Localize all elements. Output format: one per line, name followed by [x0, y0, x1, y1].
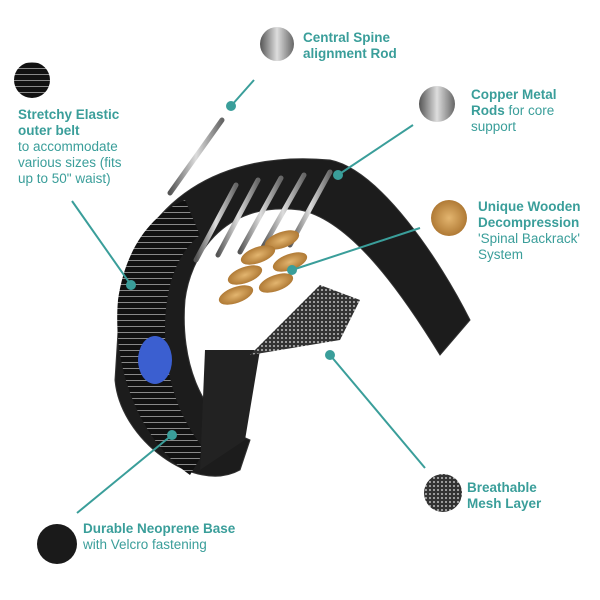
wood-leader — [291, 227, 421, 271]
spine-rod-label: Central Spine alignment Rod — [303, 30, 397, 62]
spine-rod-swatch-icon — [260, 27, 294, 61]
copper-title-1: Copper Metal — [471, 87, 557, 102]
spine-rod-leader — [230, 79, 255, 107]
copper-title-2: Rods — [471, 103, 505, 118]
elastic-title-2: outer belt — [18, 123, 80, 138]
spine-rod-title-1: Central Spine — [303, 30, 391, 45]
copper-desc-2: support — [471, 119, 517, 134]
neoprene-desc: with Velcro fastening — [83, 537, 207, 552]
mesh-swatch-icon — [424, 474, 462, 512]
elastic-desc-2: various sizes (fits — [18, 155, 122, 170]
wood-title-1: Unique Wooden — [478, 199, 581, 214]
wood-desc-1: 'Spinal Backrack' — [478, 231, 580, 246]
mesh-title-2: Mesh Layer — [467, 496, 542, 511]
elastic-desc-1: to accommodate — [18, 139, 118, 154]
neoprene-base-label: Durable Neoprene Base with Velcro fasten… — [83, 521, 235, 553]
brand-logo — [138, 336, 172, 384]
spine-rod-title-2: alignment Rod — [303, 46, 397, 61]
neoprene-swatch-icon — [37, 524, 77, 564]
copper-rods-label: Copper Metal Rods for core support — [471, 87, 557, 135]
elastic-swatch-icon — [14, 62, 50, 98]
copper-rods-leader — [337, 124, 414, 176]
wooden-decompression-pieces — [218, 230, 308, 305]
mesh-layer-label: Breathable Mesh Layer — [467, 480, 541, 512]
elastic-leader — [71, 200, 132, 286]
central-spine-rod — [167, 117, 225, 196]
neoprene-title: Durable Neoprene Base — [83, 521, 236, 536]
mesh-leader — [329, 354, 426, 469]
elastic-desc-3: up to 50" waist) — [18, 171, 111, 186]
elastic-title-1: Stretchy Elastic — [18, 107, 120, 122]
mesh-layer — [250, 285, 360, 355]
neoprene-belt — [114, 158, 471, 477]
elastic-outer-belt — [117, 200, 205, 475]
wooden-system-label: Unique Wooden Decompression 'Spinal Back… — [478, 199, 581, 263]
copper-desc-inline: for core — [504, 103, 555, 118]
mesh-title-1: Breathable — [467, 480, 537, 495]
wood-swatch-icon — [431, 200, 467, 236]
copper-rod-swatch-icon — [419, 86, 455, 122]
copper-metal-rods — [193, 169, 333, 263]
wood-desc-2: System — [478, 247, 524, 262]
elastic-belt-label: Stretchy Elastic outer belt to accommoda… — [18, 107, 122, 187]
wood-title-2: Decompression — [478, 215, 580, 230]
neoprene-leader — [76, 434, 173, 514]
